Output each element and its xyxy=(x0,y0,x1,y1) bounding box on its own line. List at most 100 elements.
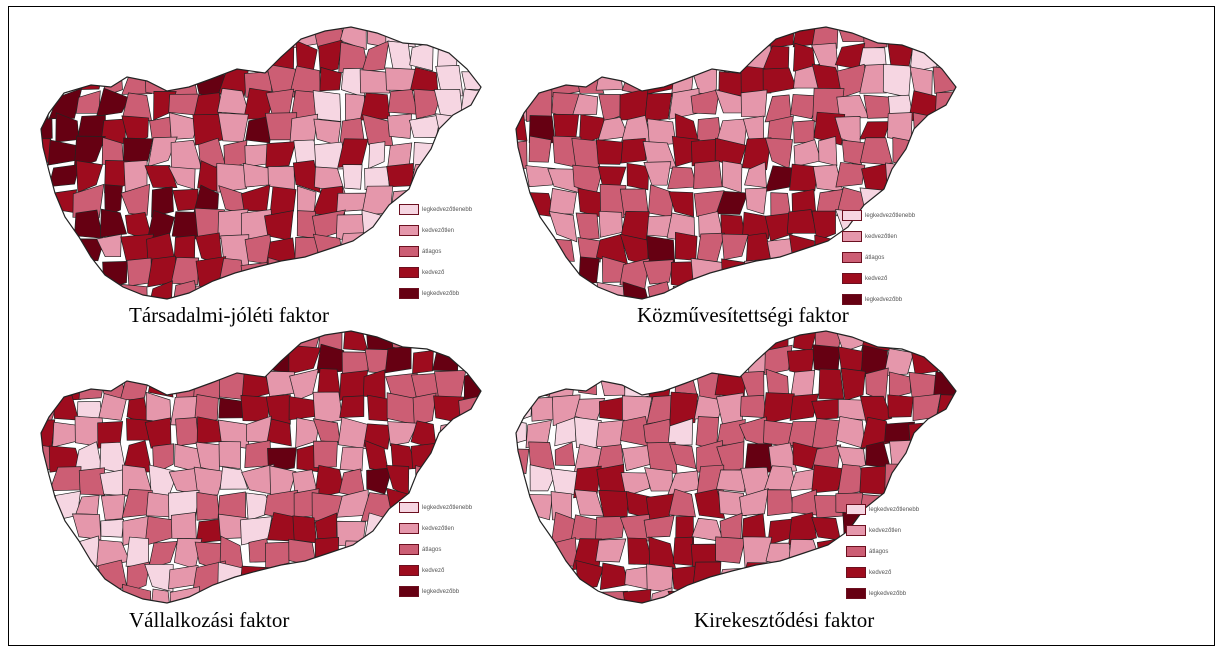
subregion-cell xyxy=(171,211,200,240)
legend-label: legkedvezőtlenebb xyxy=(422,504,473,511)
subregion-cell xyxy=(100,518,124,538)
legend-row: átlagos xyxy=(399,241,519,262)
legend-row: legkedvezőtlenebb xyxy=(842,205,962,226)
legend-label: átlagos xyxy=(422,248,442,255)
subregion-cell xyxy=(883,348,915,377)
subregion-cell xyxy=(764,212,796,242)
legend-label: átlagos xyxy=(865,254,885,261)
country-outline xyxy=(40,330,482,604)
subregion-cell xyxy=(436,421,463,449)
subregion-cell xyxy=(241,463,275,495)
subregion-cell xyxy=(811,210,836,242)
subregion-cell xyxy=(621,444,653,472)
legend-swatch-class2 xyxy=(842,231,862,242)
subregion-cell xyxy=(408,114,442,138)
subregion-cell xyxy=(126,561,150,594)
subregion-cell xyxy=(762,67,797,95)
subregion-cell xyxy=(675,231,698,261)
subregion-cell xyxy=(549,187,577,215)
subregion-cell xyxy=(643,161,672,186)
subregion-cell xyxy=(788,234,817,263)
subregion-cell xyxy=(742,115,765,142)
subregion-cell xyxy=(361,185,394,215)
legend-row: legkedvezőtlenebb xyxy=(846,499,966,520)
subregion-cell xyxy=(818,135,838,167)
subregion-cell xyxy=(266,418,292,447)
legend-row: legkedvezőbb xyxy=(399,581,519,602)
subregion-cell xyxy=(516,396,533,427)
subregion-cell xyxy=(217,112,249,143)
subregion-cell xyxy=(267,447,297,473)
subregion-cell xyxy=(598,210,623,238)
subregion-cell xyxy=(47,139,78,166)
subregion-cell xyxy=(72,183,105,219)
subregion-cell xyxy=(193,394,219,425)
subregion-cell xyxy=(317,331,343,351)
subregion-cell xyxy=(764,137,793,170)
subregion-cell xyxy=(788,512,817,546)
subregion-cell xyxy=(314,536,340,570)
legend-label: legkedvezőbb xyxy=(422,588,460,595)
legend-swatch-class1 xyxy=(399,204,419,215)
subregion-cell xyxy=(648,536,677,570)
subregion-cell xyxy=(172,188,199,211)
legend-row: legkedvezőbb xyxy=(846,583,966,604)
legend-label: legkedvezőtlenebb xyxy=(869,506,920,513)
subregion-cell xyxy=(859,465,887,495)
subregion-cell xyxy=(342,164,363,190)
subregion-cell xyxy=(244,440,272,468)
subregion-cell xyxy=(104,184,123,218)
legend-swatch-class1 xyxy=(842,210,862,221)
subregion-cell xyxy=(245,115,274,144)
subregion-cell xyxy=(762,392,795,425)
legend-swatch-class4 xyxy=(399,565,419,576)
subregion-cell xyxy=(792,441,821,470)
subregion-cell xyxy=(409,66,439,92)
subregion-cell xyxy=(789,393,819,421)
legend-label: kedvezőtlen xyxy=(869,527,902,534)
subregion-cell xyxy=(196,491,220,521)
subregion-cell xyxy=(240,262,268,290)
subregion-cell xyxy=(265,541,290,570)
subregion-cell xyxy=(100,494,126,521)
legend-swatch-class3 xyxy=(399,246,419,257)
subregion-cell xyxy=(793,139,822,168)
subregion-cell xyxy=(437,43,458,69)
subregion-cell xyxy=(577,237,602,263)
subregion-cell xyxy=(96,233,122,258)
subregion-cell xyxy=(764,165,794,192)
subregion-cell xyxy=(598,489,630,518)
legend-row: legkedvezőtlenebb xyxy=(399,497,519,518)
subregion-cell xyxy=(55,112,80,143)
subregion-cell xyxy=(218,257,246,284)
legend-row: átlagos xyxy=(399,539,519,560)
subregion-cell xyxy=(742,211,771,240)
legend-row: legkedvezőbb xyxy=(399,283,519,304)
subregion-cell xyxy=(715,190,749,215)
subregion-cell xyxy=(342,540,368,571)
legend-label: kedvező xyxy=(422,567,445,574)
subregion-cell xyxy=(410,442,442,470)
subregion-cell xyxy=(887,112,913,142)
subregion-cell xyxy=(599,183,627,219)
subregion-cell xyxy=(387,421,419,447)
subregion-cell xyxy=(96,87,130,117)
subregion-cell xyxy=(338,232,370,258)
legend-label: kedvező xyxy=(869,569,892,576)
subregion-cell xyxy=(516,111,528,142)
subregion-cell xyxy=(516,448,530,475)
subregion-cell xyxy=(516,418,527,447)
legend-label: átlagos xyxy=(869,548,889,555)
subregion-cell xyxy=(671,565,696,595)
legend-swatch-class5 xyxy=(842,294,862,305)
map-caption: Közművesítettségi faktor xyxy=(637,303,849,327)
map-legend: legkedvezőtlenebb kedvezőtlen átlagos ke… xyxy=(399,497,519,602)
subregion-cell xyxy=(740,89,768,118)
map-legend: legkedvezőtlenebb kedvezőtlen átlagos ke… xyxy=(399,199,519,304)
subregion-cell xyxy=(744,187,768,215)
subregion-cell xyxy=(175,417,199,447)
subregion-cell xyxy=(121,115,149,146)
subregion-cell xyxy=(125,536,150,567)
subregion-cell xyxy=(814,234,839,264)
subregion-cell xyxy=(669,391,699,427)
